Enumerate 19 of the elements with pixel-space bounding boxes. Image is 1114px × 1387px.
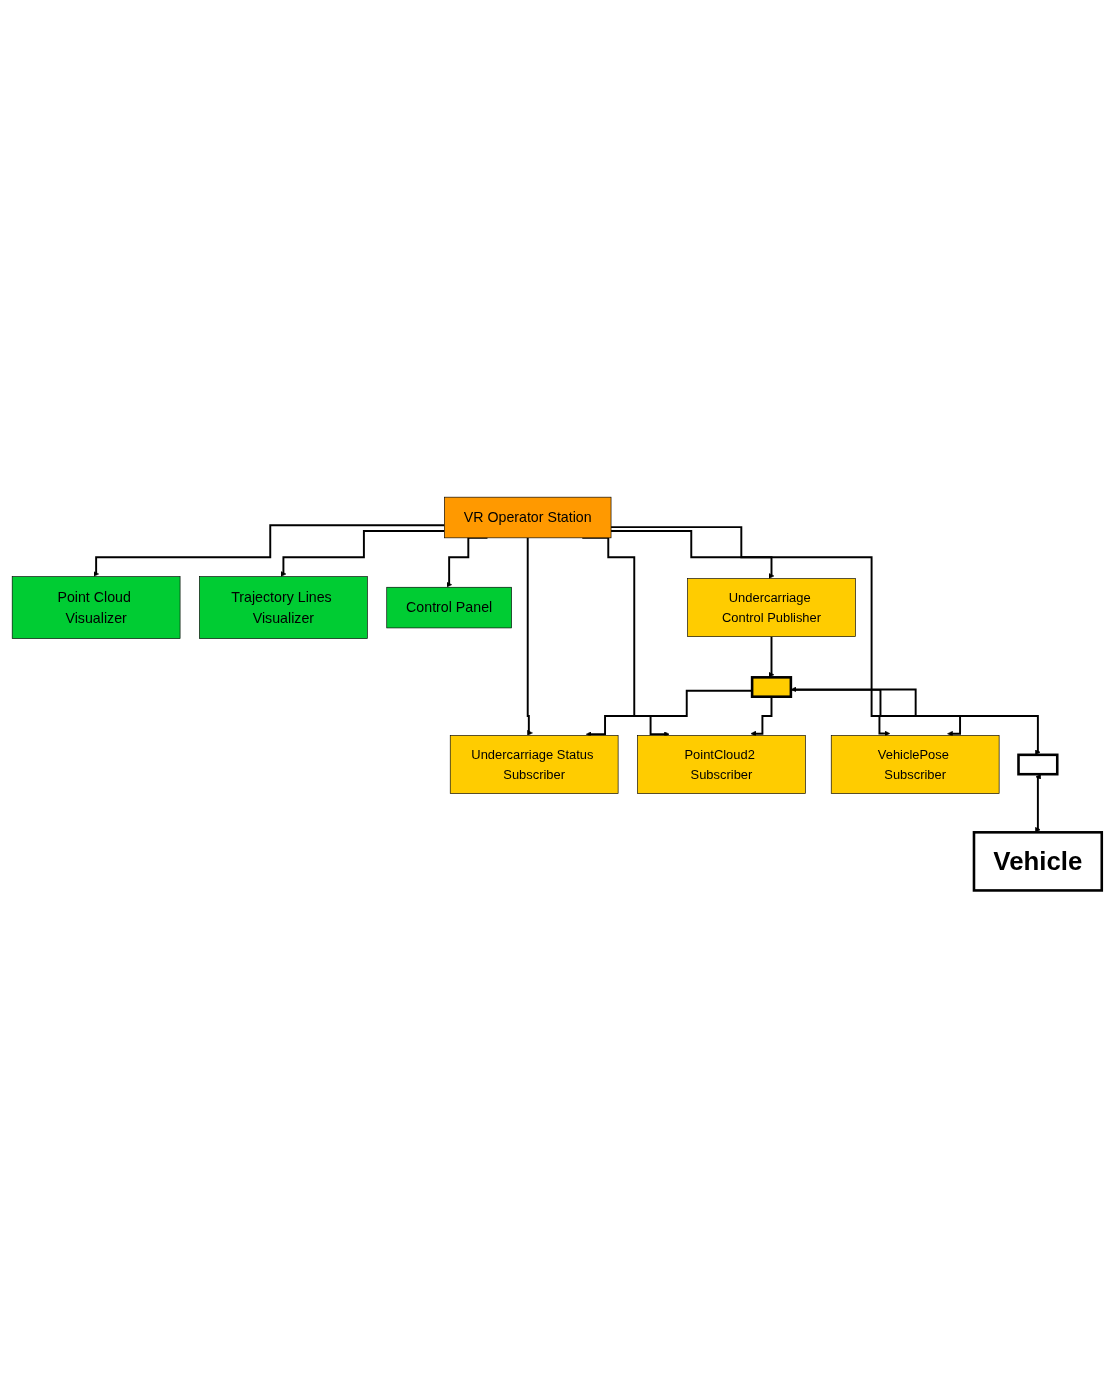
node-box: PointCloud2 Subscriber [637,734,806,794]
arrow [610,529,775,579]
node-box: VR Operator Station [444,496,612,538]
arrow [790,686,1041,755]
node-box: Undercarriage Control Publisher [687,577,856,637]
node-box [750,675,793,698]
arrow [610,525,891,737]
node-box: Point Cloud Visualizer [11,575,181,639]
arrow [93,523,446,577]
node-box: VehiclePose Subscriber [830,734,1000,794]
arrow [280,529,446,577]
node-box: Control Panel [386,586,512,628]
node-box: Undercarriage Status Subscriber [449,734,619,794]
node-box: Trajectory Lines Visualizer [199,575,368,639]
node-box [1017,753,1059,776]
arrow [1035,773,1041,833]
arrow [526,536,533,736]
node-box: Vehicle [972,830,1104,892]
arrow [768,635,775,678]
